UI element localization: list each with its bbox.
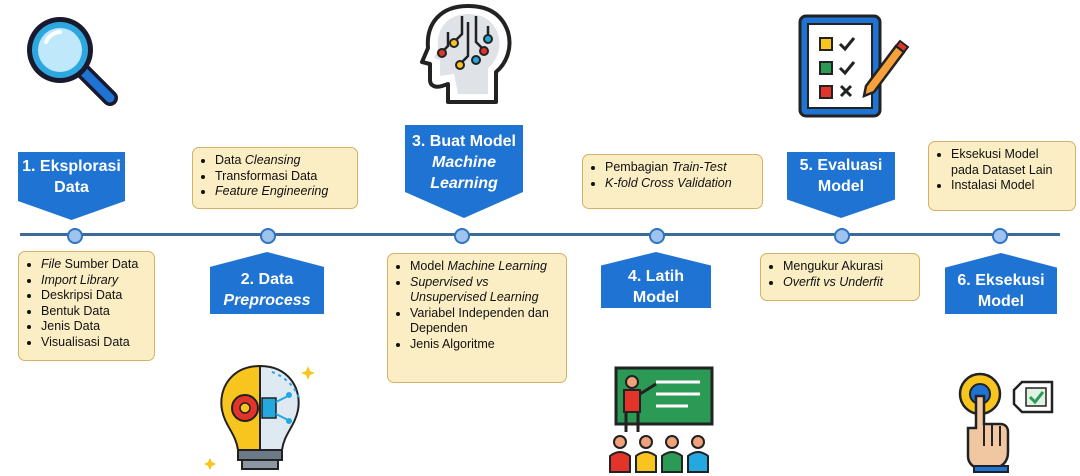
list-item: Instalasi Model [951,178,1069,194]
step-6-banner: 6. Eksekusi Model [945,253,1057,314]
list-item: Feature Engineering [215,184,351,200]
step-3-title-line1: 3. Buat Model [411,133,516,150]
step-6-title-line2: Model [977,292,1025,310]
note-evaluasi: Mengukur Akurasi Overfit vs Underfit [760,253,920,301]
list-item: Visualisasi Data [41,335,148,351]
step-3-title-line3: Learning [430,175,498,192]
list-item: Data Cleansing [215,153,351,169]
step-3-banner: 3. Buat Model Machine Learning [405,125,523,218]
ai-head-icon [420,4,512,104]
step-1-title-line1: 1. Eksplorasi [22,158,121,175]
list-item: Model Machine Learning [410,259,560,275]
touch-check-icon [958,372,1054,473]
checklist-icon [798,14,910,118]
note-eksekusi: Eksekusi Model pada Dataset Lain Instala… [928,141,1076,211]
lightbulb-gear-icon [204,364,315,470]
timeline-node-3 [454,228,470,244]
teacher-class-icon [609,366,714,473]
list-item: Overfit vs Underfit [783,275,913,291]
step-5-banner: 5. Evaluasi Model [787,152,895,218]
timeline-line [20,233,1060,236]
step-4-title-line2: Model [632,289,680,306]
list-item: Jenis Data [41,319,148,335]
step-1-title-line2: Data [54,179,89,196]
list-item: Bentuk Data [41,304,148,320]
note-preprocess: Data Cleansing Transformasi Data Feature… [192,147,358,209]
list-item: Pembagian Train-Test [605,160,756,176]
timeline-node-2 [260,228,276,244]
step-5-title-line2: Model [817,178,865,195]
list-item: Eksekusi Model pada Dataset Lain [951,147,1069,178]
timeline-node-4 [649,228,665,244]
step-2-title-line1: 2. Data [240,271,294,288]
timeline-node-5 [834,228,850,244]
timeline-node-6 [992,228,1008,244]
timeline-node-1 [67,228,83,244]
step-5-title-line1: 5. Evaluasi [799,157,883,174]
magnifier-icon [27,17,118,106]
list-item: File Sumber Data [41,257,148,273]
list-item: Variabel Independen dan Dependen [410,306,560,337]
step-2-banner: 2. Data Preprocess [210,252,324,314]
step-3-title-line2: Machine [431,154,496,171]
list-item: K-fold Cross Validation [605,176,756,192]
list-item: Import Library [41,273,148,289]
note-buat-model: Model Machine Learning Supervised vs Uns… [387,253,567,383]
list-item: Jenis Algoritme [410,337,560,353]
list-item: Deskripsi Data [41,288,148,304]
note-latih: Pembagian Train-Test K-fold Cross Valida… [582,154,763,209]
list-item: Transformasi Data [215,169,351,185]
step-1-banner: 1. Eksplorasi Data [18,152,125,220]
step-4-banner: 4. Latih Model [601,252,711,308]
step-2-title-line2: Preprocess [223,292,311,309]
list-item: Supervised vs Unsupervised Learning [410,275,560,306]
list-item: Mengukur Akurasi [783,259,913,275]
step-6-title-line1: 6. Eksekusi [957,271,1045,289]
note-eksplorasi: File Sumber Data Import Library Deskrips… [18,251,155,361]
step-4-title-line1: 4. Latih [627,268,684,285]
